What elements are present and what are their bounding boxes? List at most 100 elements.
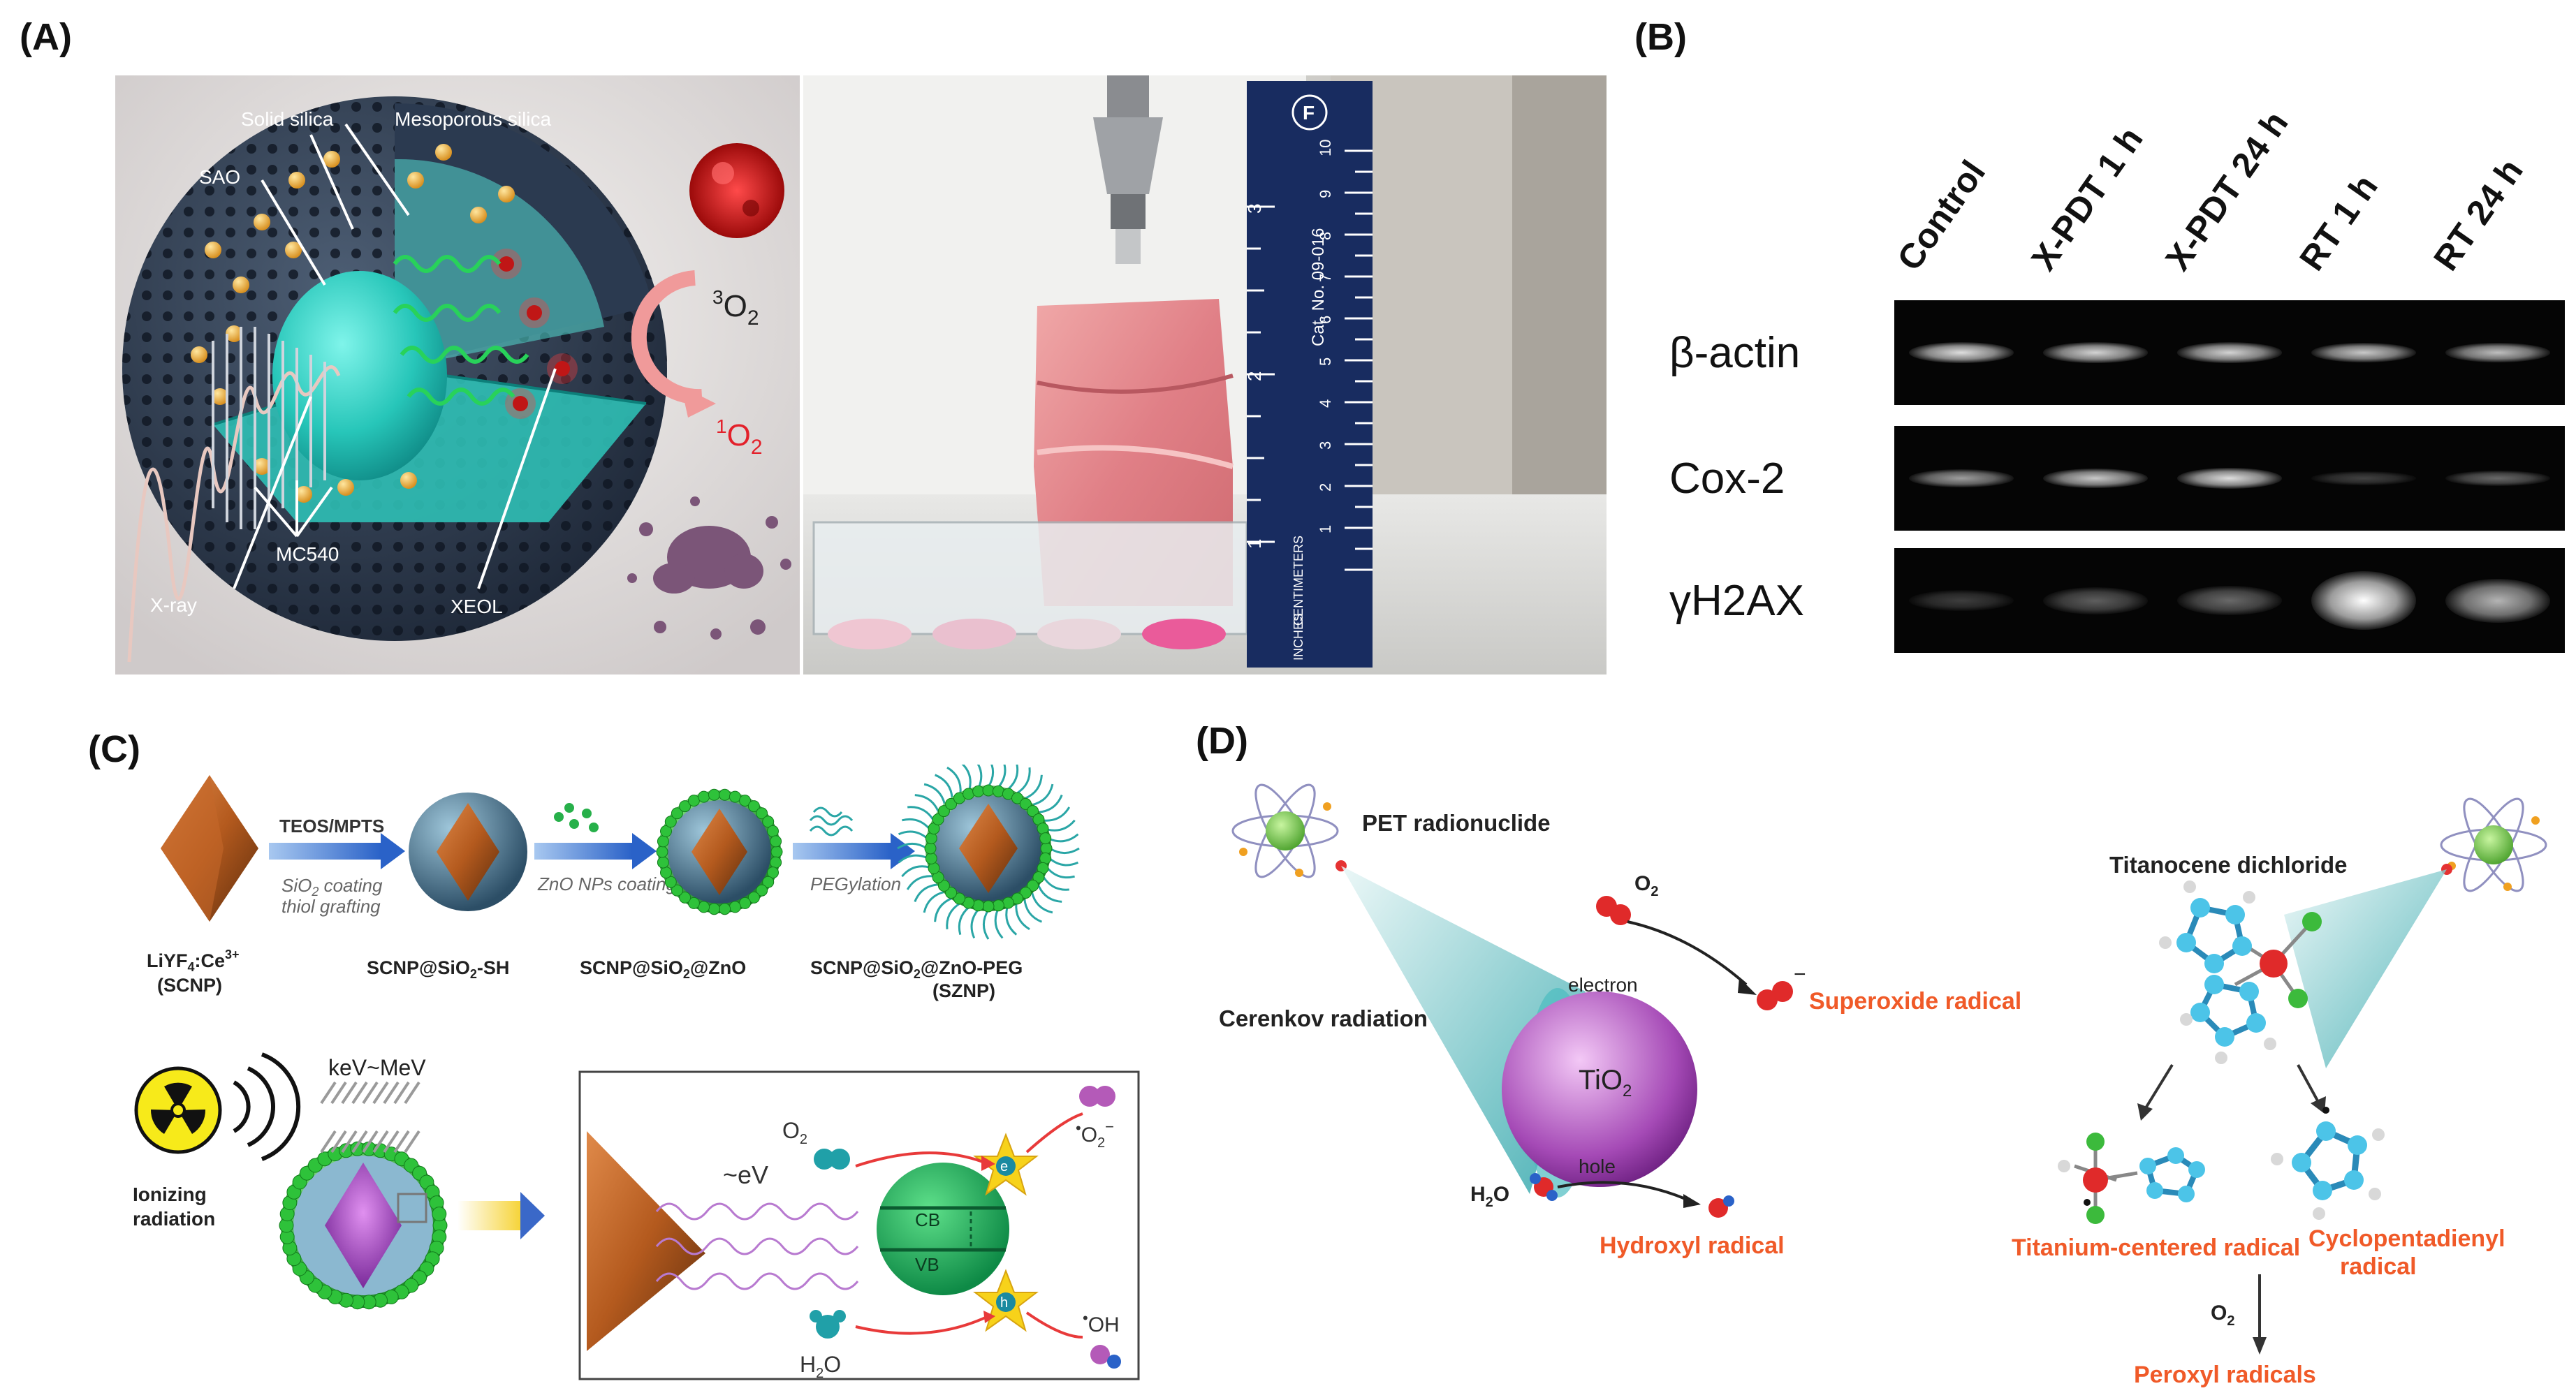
c-o2-sub: 2 [800,1132,807,1147]
c-hydroxyl-dot: • [1083,1309,1088,1327]
cerenkov-label: Cerenkov radiation [1219,1005,1428,1031]
svg-text:O2: O2 [1634,872,1658,899]
d-h2o-b: O [1493,1183,1509,1206]
c-hydroxyl: OH [1088,1313,1120,1336]
zoom-arrow-icon [458,1201,520,1230]
hydroxyl-product-icon [1090,1345,1121,1369]
d-o2-sub: 2 [1651,884,1658,899]
p3-sub: 2 [683,967,690,981]
svg-text:•O2−: •O2− [1076,1118,1114,1151]
ruler-cm-label: 7 [1317,274,1334,282]
cyclo-line1: Cyclopentadienyl [2308,1225,2505,1252]
svg-text:SiO2 coating: SiO2 coating [281,875,383,899]
pet-label: PET radionuclide [1362,810,1551,836]
cb-label: CB [915,1209,940,1230]
d-hole-label: hole [1579,1156,1616,1177]
lane-label: X-PDT 1 h [2024,119,2151,278]
lane-label: RT 24 h [2426,152,2531,278]
c-h2o-a: H [800,1352,816,1377]
panel-c: TEOS/MPTS SiO2 coating thiol grafting Zn… [105,757,1194,1386]
zno-nps-icon [554,803,599,832]
ruler-cm-label: 9 [1317,190,1334,198]
ruler-cm-label: 3 [1317,441,1334,450]
pet-radionuclide-icon [1231,783,1339,878]
damaged-molecule-icon [627,496,791,640]
scintillator-crystal-icon [587,1131,705,1351]
blot-row-label: γH2AX [1669,577,1804,625]
split-arrow-left-icon [2143,1063,2174,1112]
blot-strip [1894,426,2565,531]
o2-arrow-icon [855,1151,986,1167]
ruler-cm-label: 1 [1317,525,1334,533]
d-tio2: TiO [1579,1065,1623,1096]
pegylated-particle-icon [897,757,1080,940]
p4-a: SCNP@SiO [810,957,914,978]
c-superoxide: O [1081,1123,1097,1147]
d-o2: O [1634,872,1651,895]
hydroxyl-product-icon-d [1708,1195,1734,1218]
sznp-irradiated-icon [279,1141,448,1310]
p4-line2: (SZNP) [932,980,995,1001]
blot-band [1909,590,2014,611]
d-o2-bottom: O [2211,1302,2227,1325]
ruler-inches: INCHES [1291,613,1305,661]
blot-band [1909,342,2014,363]
blot-band [2043,468,2148,489]
svg-text:•OH: •OH [1083,1309,1120,1336]
d-o2-molecule-icon [1596,896,1631,925]
svg-text:SCNP@SiO2@ZnO: SCNP@SiO2@ZnO [580,957,746,981]
titanocene-label: Titanocene dichloride [2109,852,2347,878]
p1-line2: (SCNP) [157,975,222,996]
blot-band [2043,587,2148,614]
ruler-cat-no: Cat. No. 09-016 [1309,228,1328,346]
panel-letter-b: (B) [1634,16,1687,58]
svg-text:O2: O2 [2211,1302,2234,1329]
mechanism-scheme: Ionizing radiation keV~MeV [133,1052,1140,1381]
tio2-particle-icon [1502,992,1697,1187]
blot-row-label: β-actin [1669,329,1801,377]
step1-bottom2: thiol grafting [281,896,381,917]
c-superoxide-sup: − [1105,1118,1114,1135]
step2-arrow-icon [534,843,632,860]
step1-arrow-icon [269,843,381,860]
sao-label: SAO [199,166,240,188]
ruler-inch-label: 2 [1244,371,1265,381]
d-superoxide-label: Superoxide radical [1809,988,2021,1015]
h2o-arrow-icon [855,1315,989,1335]
split-arrow-right-icon [2297,1064,2320,1104]
p3-a: SCNP@SiO [580,957,683,978]
cerenkov-cone-right [2284,869,2447,1068]
ruler-inch-label: 3 [1244,204,1265,214]
c-superoxide-sub: 2 [1097,1135,1105,1151]
panel-d-figure: PET radionuclide Cerenkov radiation elec… [1219,783,2547,1388]
d-h2o-a: H [1470,1183,1486,1206]
blot-band [2043,342,2148,363]
d-superoxide-sup: − [1794,963,1806,986]
svg-text:F: F [1303,102,1315,124]
panel-c-figure: TEOS/MPTS SiO2 coating thiol grafting Zn… [133,757,1140,1381]
triplet-oxygen-icon [689,143,784,238]
panel-d: PET radionuclide Cerenkov radiation elec… [1208,775,2570,1390]
p4-b: @ZnO-PEG [921,957,1023,978]
p2-a: SCNP@SiO [367,957,470,978]
svg-text:O2: O2 [782,1118,807,1147]
svg-text:SCNP@SiO2@ZnO-PEG: SCNP@SiO2@ZnO-PEG [810,957,1023,981]
xeol-label: XEOL [451,596,503,617]
kev-rays-icon [320,1081,420,1154]
o2-molecule-icon [814,1149,850,1170]
lane-label: X-PDT 24 h [2158,104,2296,278]
h2o-molecule-icon [810,1310,846,1339]
p1-sub: 4 [188,960,195,974]
peg-chains-icon [809,806,854,836]
triplet-oxygen-sub: 2 [747,307,759,330]
mesoporous-silica-label: Mesoporous silica [395,108,552,130]
step1-bottom1: SiO [281,875,312,896]
ti-centered-label: Titanium-centered radical [2012,1234,2300,1261]
ruler-cm-label: 5 [1317,358,1334,366]
c-superoxide-dot: • [1076,1119,1081,1137]
radiation-hazard-icon [134,1066,222,1154]
ruler-inch-label: 1 [1244,539,1265,549]
step2-label: ZnO NPs coating [537,874,677,894]
panel-a: SAO Solid silica Mesoporous silica MC540… [115,75,1607,675]
